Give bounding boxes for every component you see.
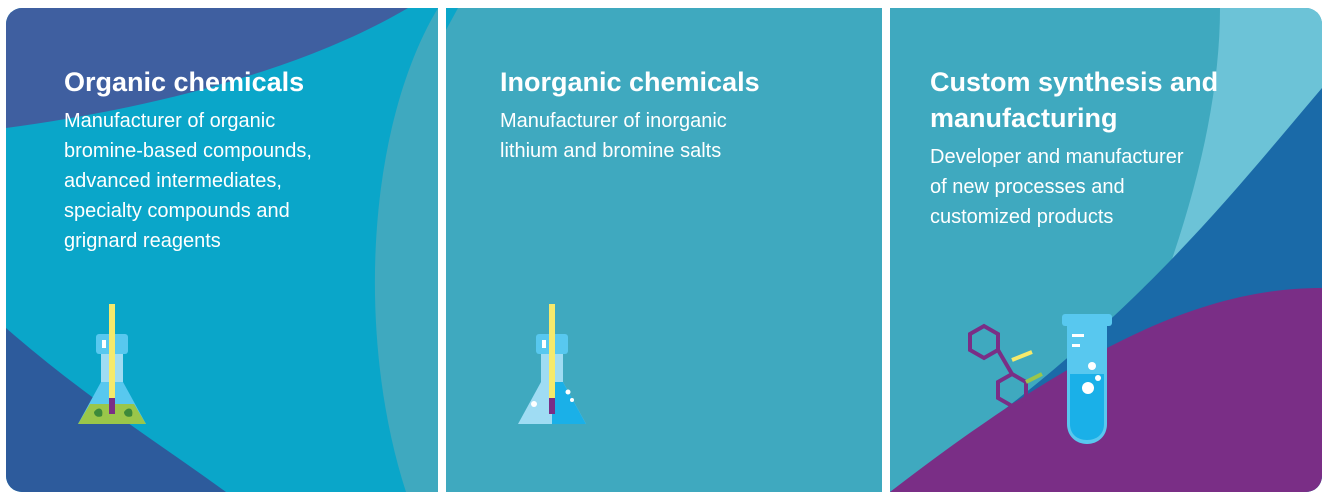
card-content: Organic chemicals Manufacturer of organi… — [64, 64, 414, 256]
card-background — [446, 8, 882, 492]
card-title: Inorganic chemicals — [500, 67, 760, 97]
card-content: Custom synthesis and manufacturing Devel… — [930, 64, 1298, 232]
flask-bubbles-icon — [518, 304, 586, 424]
card-inorganic-chemicals[interactable]: Inorganic chemicals Manufacturer of inor… — [446, 8, 882, 492]
card-description: Developer and manufacturer of new proces… — [930, 146, 1184, 228]
card-organic-chemicals[interactable]: Organic chemicals Manufacturer of organi… — [6, 8, 438, 492]
card-content: Inorganic chemicals Manufacturer of inor… — [500, 64, 858, 166]
card-title: Organic chemicals — [64, 67, 305, 97]
card-background — [6, 8, 438, 492]
test-tube-molecule-icon — [968, 314, 1112, 444]
flask-leaves-icon — [78, 304, 146, 424]
card-title: Custom synthesis and manufacturing — [930, 67, 1219, 133]
card-description: Manufacturer of inorganic lithium and br… — [500, 110, 727, 162]
card-custom-synthesis[interactable]: Custom synthesis and manufacturing Devel… — [890, 8, 1322, 492]
card-description: Manufacturer of organic bromine-based co… — [64, 110, 312, 252]
